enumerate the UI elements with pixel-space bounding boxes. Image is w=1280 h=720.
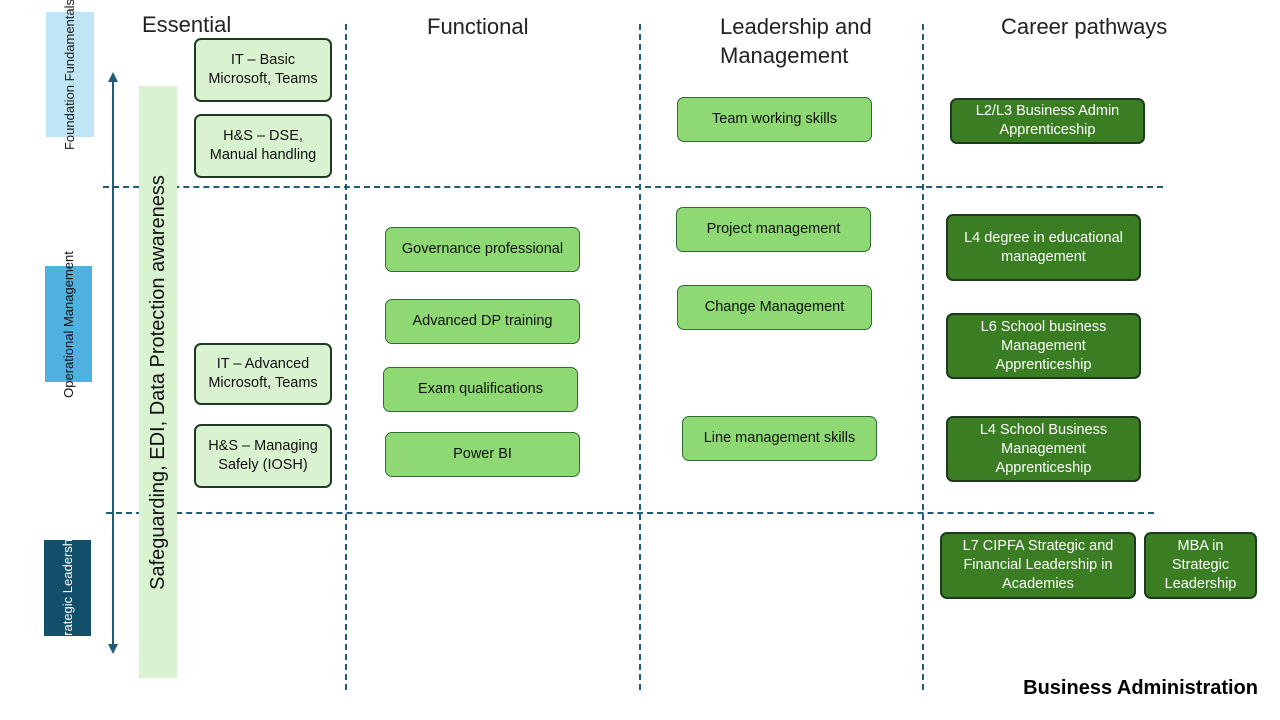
column-header-essential: Essential	[142, 12, 232, 37]
progression-arrow-icon	[108, 72, 118, 654]
box-hs-dse: H&S – DSE, Manual handling	[194, 114, 332, 178]
box-mba: MBA in Strategic Leadership	[1144, 532, 1257, 599]
diagram-footer-title: Business Administration	[1023, 677, 1258, 699]
box-advanced-dp: Advanced DP training	[385, 299, 580, 344]
box-it-basic: IT – Basic Microsoft, Teams	[194, 38, 332, 102]
box-l7-cipfa: L7 CIPFA Strategic and Financial Leaders…	[940, 532, 1136, 599]
column-header-leadership: Leadership and Management	[720, 14, 872, 68]
column-header-functional: Functional	[427, 14, 529, 39]
row-divider	[106, 512, 1154, 514]
box-governance: Governance professional	[385, 227, 580, 272]
row-label-foundation: Foundation Fundamentals	[62, 0, 78, 151]
row-band-foundation: Foundation Fundamentals	[46, 0, 94, 150]
box-line-management: Line management skills	[682, 416, 877, 461]
box-l6-apprenticeship: L6 School business Management Apprentice…	[946, 313, 1141, 379]
box-l2l3-apprenticeship: L2/L3 Business Admin Apprenticeship	[950, 98, 1145, 144]
column-divider	[639, 24, 641, 690]
column-divider	[922, 24, 924, 690]
safeguarding-label: Safeguarding, EDI, Data Protection aware…	[146, 174, 169, 590]
row-band-operational: Operational Management	[45, 251, 92, 397]
column-header-career: Career pathways	[1001, 14, 1168, 39]
box-project-management: Project management	[676, 207, 871, 252]
box-it-advanced: IT – Advanced Microsoft, Teams	[194, 343, 332, 405]
row-label-operational: Operational Management	[61, 250, 77, 398]
box-l4-degree: L4 degree in educational management	[946, 214, 1141, 281]
box-l4-school-apprenticeship: L4 School Business Management Apprentice…	[946, 416, 1141, 482]
box-exam-qualifications: Exam qualifications	[383, 367, 578, 412]
row-band-strategic: Strategic Leadership	[44, 528, 91, 648]
box-hs-iosh: H&S – Managing Safely (IOSH)	[194, 424, 332, 488]
box-power-bi: Power BI	[385, 432, 580, 477]
box-change-management: Change Management	[677, 285, 872, 330]
row-divider	[103, 186, 1163, 188]
box-team-working: Team working skills	[677, 97, 872, 142]
column-divider	[345, 24, 347, 690]
row-label-strategic: Strategic Leadership	[60, 528, 75, 648]
safeguarding-band: Safeguarding, EDI, Data Protection aware…	[139, 86, 177, 678]
